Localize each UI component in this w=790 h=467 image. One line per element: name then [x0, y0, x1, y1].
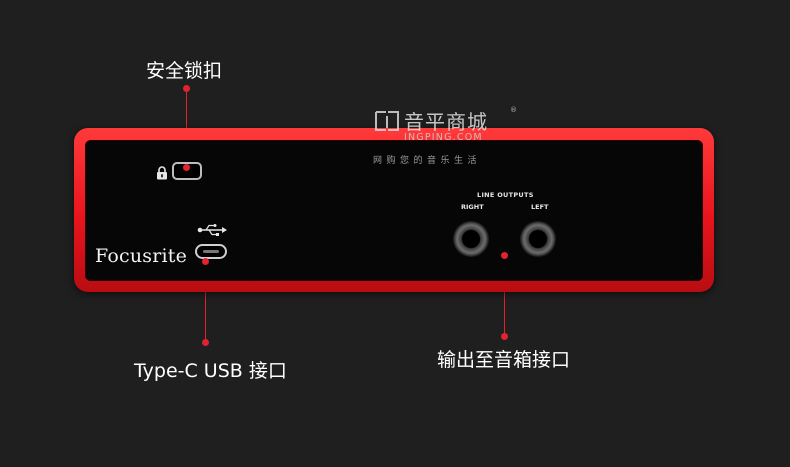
callout-line-out-dot-target — [501, 252, 508, 259]
watermark: 音平商城 ® INGPING.COM 网购您的音乐生活 — [372, 106, 522, 168]
callout-line-out-label: 输出至音箱接口 — [437, 349, 571, 371]
callout-security-lock-dot-top — [183, 85, 190, 92]
callout-security-lock-dot-target — [183, 164, 190, 171]
watermark-subtitle: INGPING.COM — [404, 132, 483, 143]
audio-interface-device: Focusrite LINE OUTPUTS RIGHT LEFT — [74, 128, 714, 292]
right-output-label: RIGHT — [461, 203, 484, 211]
line-outputs-title: LINE OUTPUTS — [477, 191, 534, 199]
yinping-logo — [375, 111, 399, 131]
callout-usb-label: Type-C USB 接口 — [134, 360, 287, 382]
callout-line-out-line — [504, 256, 505, 336]
left-output-label: LEFT — [531, 203, 549, 211]
rear-panel: Focusrite LINE OUTPUTS RIGHT LEFT — [85, 140, 703, 281]
callout-usb-line — [205, 262, 206, 342]
watermark-slogan: 网购您的音乐生活 — [373, 156, 482, 166]
callout-usb-dot-bottom — [202, 339, 209, 346]
usb-c-port[interactable] — [195, 244, 227, 259]
watermark-title: 音平商城 — [404, 110, 488, 134]
usb-icon — [197, 224, 227, 236]
brand-logo-text: Focusrite — [95, 245, 188, 267]
right-output-jack[interactable] — [454, 222, 488, 256]
padlock-icon — [157, 166, 167, 180]
callout-line-out-dot-bottom — [501, 333, 508, 340]
callout-security-lock-label: 安全锁扣 — [146, 60, 223, 82]
left-output-jack[interactable] — [521, 222, 555, 256]
watermark-registered-mark: ® — [510, 106, 517, 114]
security-lock-slot[interactable] — [172, 162, 202, 180]
callout-usb-dot-target — [202, 258, 209, 265]
